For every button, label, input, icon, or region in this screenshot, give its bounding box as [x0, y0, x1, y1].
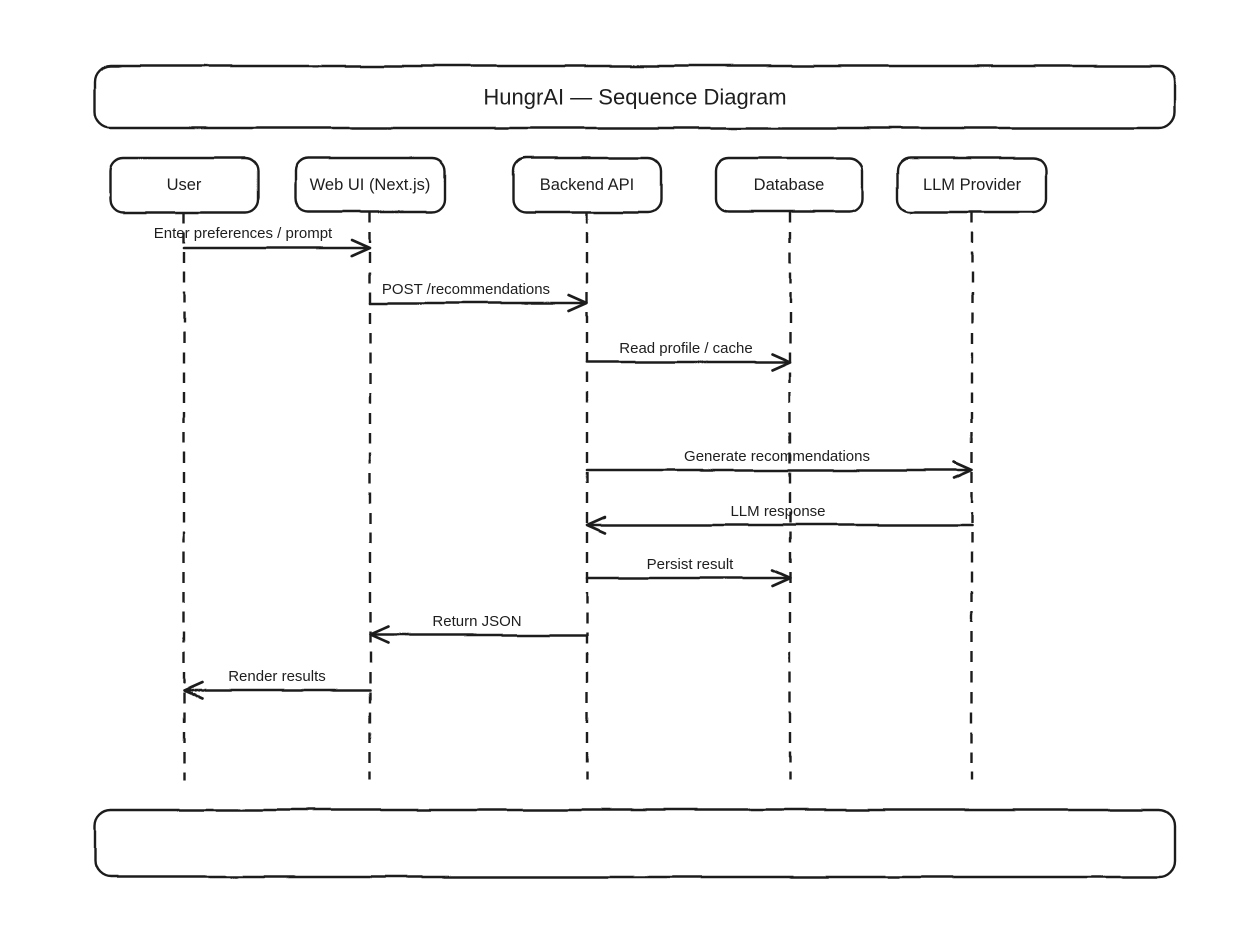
message-arrow-enter-preferences [182, 238, 372, 258]
actor-label-llm-provider: LLM Provider [923, 176, 1022, 194]
message-arrow-persist-result [585, 568, 792, 588]
text-layer: HungrAI — Sequence Diagram User Web UI (… [154, 85, 1022, 686]
title-box [93, 64, 1177, 130]
message-label-return-json: Return JSON [432, 613, 521, 630]
message-label-generate-recommendations: Generate recommendations [684, 448, 870, 465]
arrowhead-right-icon [952, 460, 974, 480]
message-arrow-return-json [368, 625, 589, 645]
message-label-llm-response: LLM response [730, 503, 825, 520]
shapes-layer [93, 64, 1177, 879]
actor-label-backend-api: Backend API [540, 176, 634, 194]
actor-label-user: User [167, 176, 202, 194]
message-arrow-llm-response [585, 515, 974, 535]
message-arrow-post-recommendations [368, 293, 589, 313]
arrowhead-right-icon [350, 238, 372, 258]
actor-label-database: Database [754, 176, 825, 194]
arrowhead-left-icon [585, 515, 607, 535]
arrowhead-right-icon [770, 352, 792, 372]
message-label-post-recommendations: POST /recommendations [382, 281, 550, 298]
arrowhead-left-icon [182, 680, 204, 700]
message-arrow-render-results [182, 680, 372, 700]
actor-label-web-ui: Web UI (Next.js) [310, 176, 431, 194]
diagram-title: HungrAI — Sequence Diagram [483, 85, 786, 110]
footer-box [93, 808, 1177, 879]
message-label-read-profile: Read profile / cache [619, 340, 752, 357]
message-label-enter-preferences: Enter preferences / prompt [154, 225, 333, 242]
arrowhead-right-icon [770, 568, 792, 588]
message-label-persist-result: Persist result [647, 556, 735, 573]
arrowhead-right-icon [567, 293, 589, 313]
message-label-render-results: Render results [228, 668, 326, 685]
arrowhead-left-icon [368, 625, 390, 645]
message-arrow-generate-recommendations [585, 460, 974, 480]
message-arrow-read-profile [585, 352, 792, 372]
